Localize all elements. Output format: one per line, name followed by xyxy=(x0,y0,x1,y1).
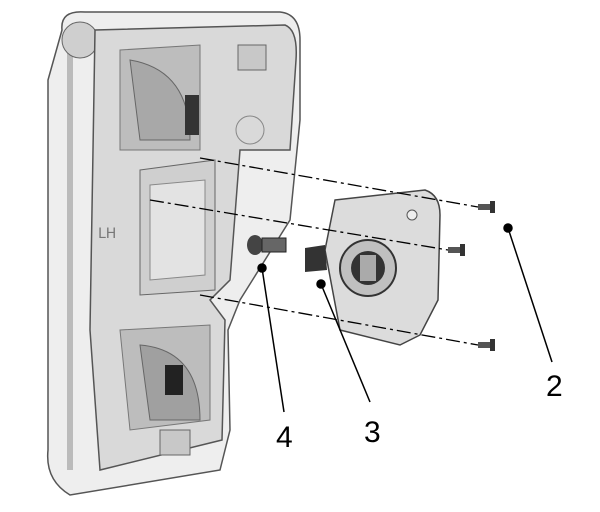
bulb-socket xyxy=(305,189,441,346)
callout-2: 2 xyxy=(546,370,563,403)
lamp-housing: LH xyxy=(89,24,298,471)
callout-3: 3 xyxy=(364,416,381,449)
callout-leaders xyxy=(257,223,553,413)
screws xyxy=(448,201,495,351)
bulb xyxy=(247,235,287,255)
alignment-lines xyxy=(149,157,479,346)
part-marking-lh: LH xyxy=(98,226,116,242)
callout-4: 4 xyxy=(276,421,293,454)
